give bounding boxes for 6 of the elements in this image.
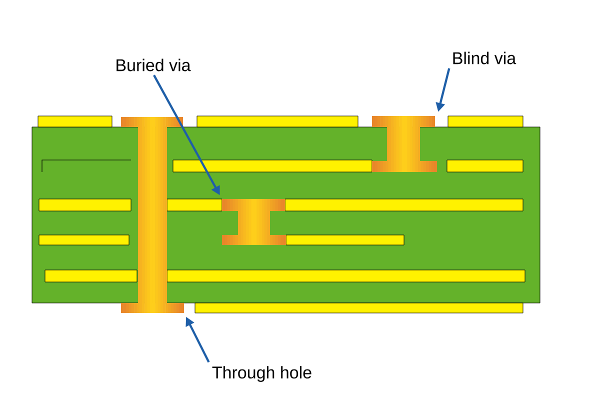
through-hole-via <box>121 117 184 313</box>
buried-via <box>222 199 286 245</box>
blind-via <box>372 116 437 172</box>
callout-label: Blind via <box>453 52 516 64</box>
callout-label: Through hole <box>212 366 312 382</box>
callout-label: Buried via <box>116 58 191 72</box>
